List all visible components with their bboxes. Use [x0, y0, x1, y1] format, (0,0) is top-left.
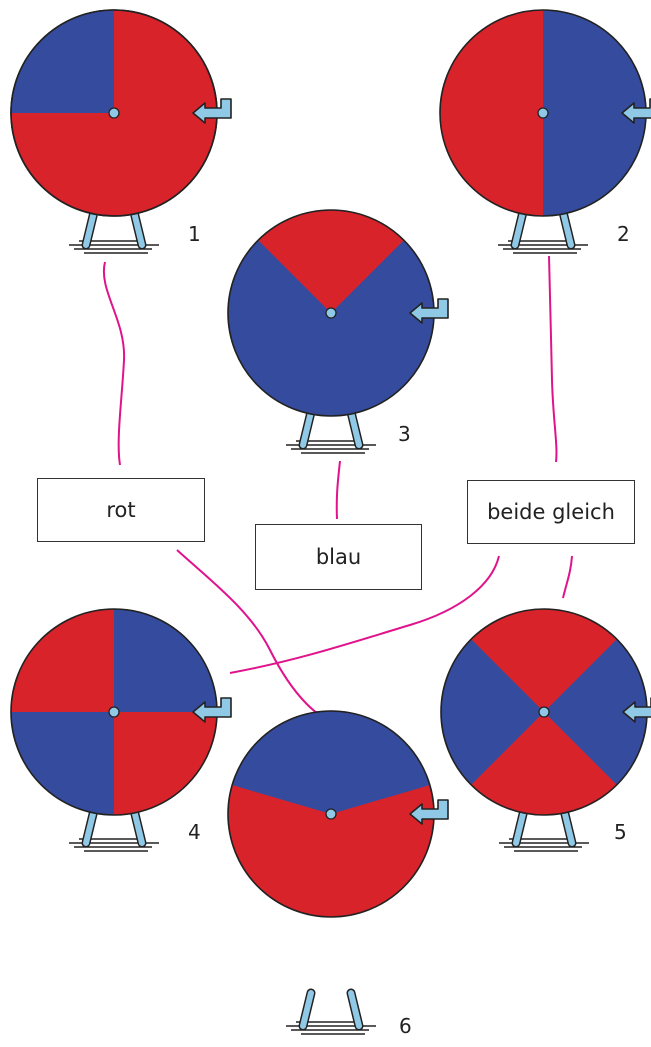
wheel-3: 3 [227, 209, 449, 453]
wheel-6: 6 [227, 710, 449, 1038]
wheel-5: 5 [440, 608, 651, 851]
label-rot: rot [37, 478, 205, 542]
wheel-4-number: 4 [188, 820, 201, 844]
wheel-1-number: 1 [188, 222, 201, 246]
wheel-3-number: 3 [398, 422, 411, 446]
connector-beide-gleich-wheel5 [562, 555, 573, 599]
connector-wheel1-rot [102, 261, 126, 466]
label-beide-gleich-text: beide gleich [487, 500, 615, 524]
wheel-6-number: 6 [399, 1014, 412, 1038]
label-blau: blau [255, 524, 422, 590]
wheel-5-number: 5 [614, 820, 627, 844]
wheel-1: 1 [10, 9, 232, 253]
connector-wheel2-beide-gleich [548, 255, 558, 463]
wheel-2: 2 [439, 9, 651, 253]
label-blau-text: blau [315, 545, 362, 569]
connector-wheel3-blau [335, 460, 341, 520]
wheel-2-number: 2 [617, 222, 630, 246]
label-rot-text: rot [106, 498, 136, 522]
wheel-4: 4 [10, 608, 232, 851]
label-beide-gleich: beide gleich [467, 480, 635, 544]
connector-beide-gleich-wheel4 [229, 555, 500, 674]
